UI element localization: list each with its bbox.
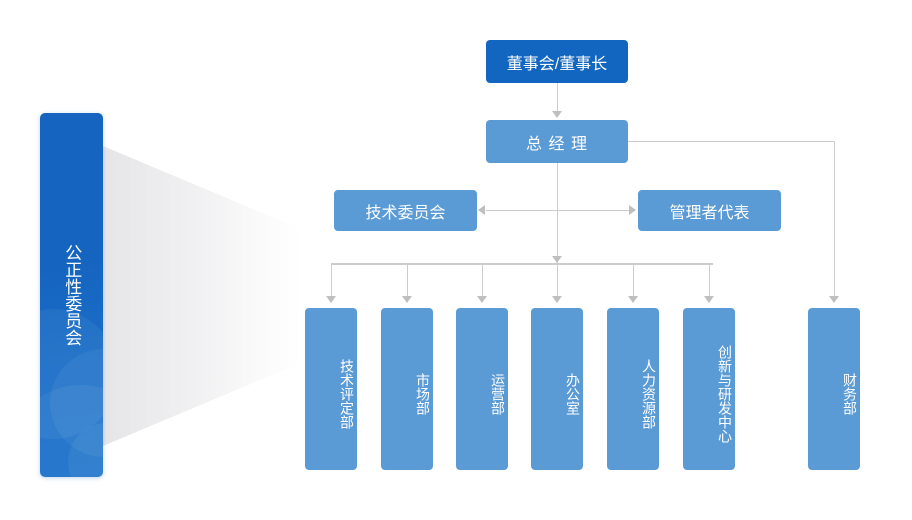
connector-gm-to-technical-committee: [486, 209, 557, 211]
connector-drop-dept-1: [406, 263, 408, 301]
impartiality-committee-banner[interactable]: 公正性委员会: [40, 113, 103, 477]
node-department-technical-evaluation[interactable]: 技术评定部: [305, 308, 357, 470]
arrowhead-dept-4: [628, 296, 638, 303]
node-department-innovation-rnd[interactable]: 创新与研发中心: [683, 308, 735, 470]
connector-drop-dept-5: [708, 263, 710, 301]
node-department-human-resources[interactable]: 人力资源部: [607, 308, 659, 470]
arrowhead-dept-0: [326, 296, 336, 303]
node-general-manager[interactable]: 总 经 理: [486, 120, 628, 163]
arrowhead-gm: [552, 111, 562, 118]
connector-drop-dept-0: [330, 263, 332, 301]
node-management-representative[interactable]: 管理者代表: [638, 190, 781, 231]
arrowhead-management-representative: [629, 205, 636, 215]
node-department-marketing[interactable]: 市场部: [381, 308, 433, 470]
banner-circle-decoration: [40, 309, 103, 439]
connector-drop-dept-2: [481, 263, 483, 301]
connector-board-to-gm: [556, 83, 558, 113]
arrowhead-dept-1: [402, 296, 412, 303]
connector-gm-to-finance-vertical: [833, 140, 835, 302]
node-department-operations[interactable]: 运营部: [456, 308, 508, 470]
node-technical-committee[interactable]: 技术委员会: [334, 190, 477, 231]
node-department-finance[interactable]: 财务部: [808, 308, 860, 470]
connector-gm-to-finance-horizontal: [628, 140, 835, 142]
arrowhead-dept-5: [704, 296, 714, 303]
connector-drop-dept-3: [556, 263, 558, 301]
arrowhead-dept-2: [477, 296, 487, 303]
arrowhead-dept-6: [829, 296, 839, 303]
arrowhead-technical-committee: [478, 205, 485, 215]
connector-gm-to-management-representative: [557, 209, 629, 211]
arrowhead-dept-3: [552, 296, 562, 303]
connector-gm-trunk: [556, 163, 558, 263]
connector-drop-dept-4: [632, 263, 634, 301]
node-board[interactable]: 董事会/董事长: [486, 40, 628, 83]
banner-label: 公正性委员会: [62, 244, 82, 346]
department-bus-line: [331, 263, 713, 265]
banner-circle-decoration: [40, 385, 103, 477]
arrowhead-bus: [552, 256, 562, 263]
node-department-office[interactable]: 办公室: [531, 308, 583, 470]
perspective-wedge-decoration: [103, 146, 303, 446]
